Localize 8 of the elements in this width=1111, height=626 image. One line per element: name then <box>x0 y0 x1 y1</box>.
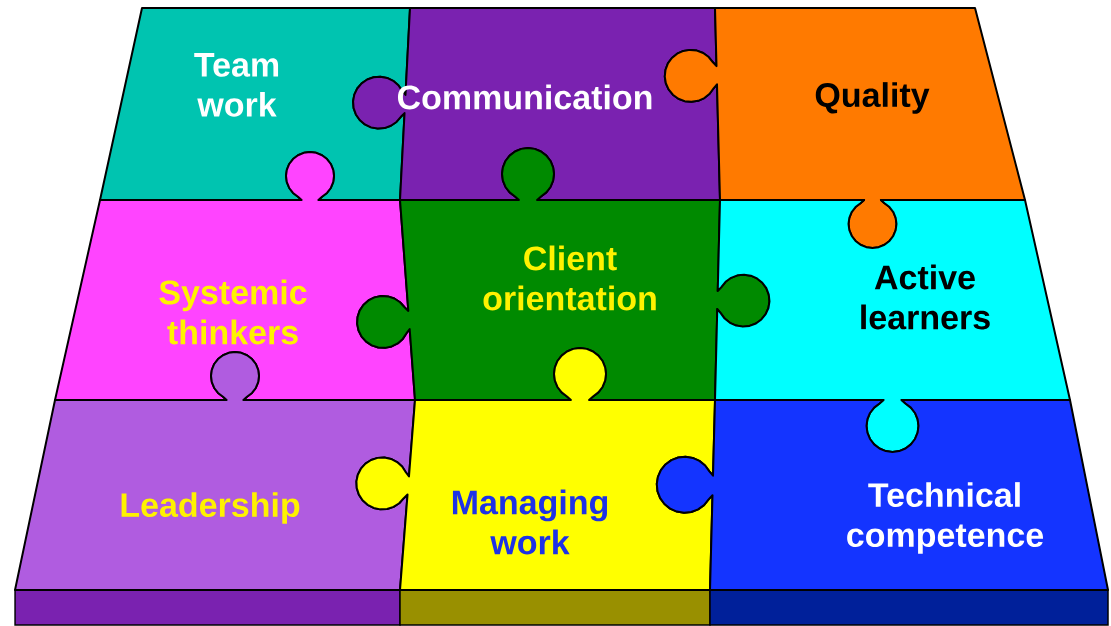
puzzle-piece: Communication <box>352 7 721 201</box>
puzzle-piece: Technical competence <box>655 399 1109 591</box>
puzzle-piece: Leadership <box>14 351 416 591</box>
puzzle-piece: Systemic thinkers <box>54 151 416 401</box>
puzzle-piece: Client orientation <box>356 147 771 401</box>
puzzle-piece: Quality <box>663 7 1026 249</box>
puzzle-piece: Managing work <box>355 347 716 591</box>
puzzle-piece: Active learners <box>714 199 1071 453</box>
